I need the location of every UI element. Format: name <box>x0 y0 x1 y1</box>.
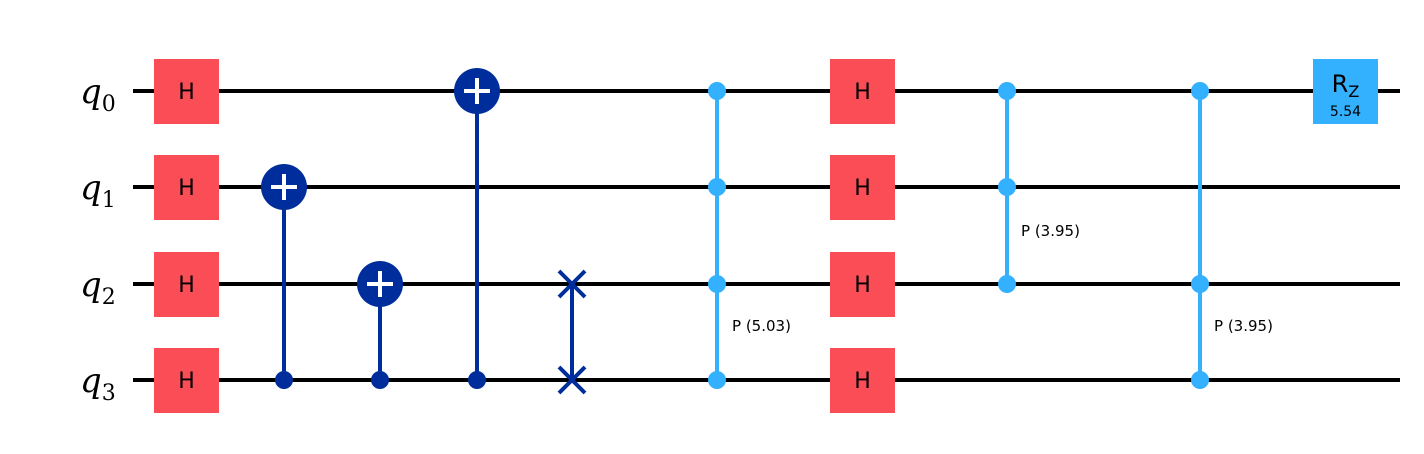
phase-label: P (5.03) <box>732 317 791 335</box>
h-gate-q2[interactable]: H <box>154 252 219 317</box>
h-gate-q3[interactable]: H <box>154 348 219 413</box>
h-gate-q0[interactable]: H <box>154 59 219 124</box>
phase-label: P (3.95) <box>1021 222 1080 240</box>
svg-text:H: H <box>854 80 871 105</box>
rz-param: 5.54 <box>1330 104 1361 120</box>
phase-gate-2[interactable]: P (3.95) <box>998 82 1080 293</box>
control-dot <box>708 371 726 389</box>
phase-label: P (3.95) <box>1214 317 1273 335</box>
cnot-gate-q3-q1[interactable] <box>261 164 307 389</box>
qubit-label-q2: q2 <box>80 265 116 310</box>
svg-text:H: H <box>178 273 195 298</box>
control-dot <box>1191 82 1209 100</box>
qubit-labels: q0 q1 q2 q3 <box>80 72 116 406</box>
control-dot <box>998 82 1016 100</box>
rz-label: RZ <box>1332 70 1360 101</box>
phase-gate-3[interactable]: P (3.95) <box>1191 82 1273 389</box>
h-gate-q2[interactable]: H <box>830 252 895 317</box>
control-dot <box>708 178 726 196</box>
swap-gate-q2-q3[interactable] <box>557 269 587 395</box>
cnot-gate-q3-q0[interactable] <box>454 68 500 389</box>
control-dot <box>998 275 1016 293</box>
qubit-label-q1: q1 <box>80 168 116 213</box>
control-dot <box>998 178 1016 196</box>
cnot-gate-q3-q2[interactable] <box>357 261 403 389</box>
control-dot <box>1191 275 1209 293</box>
svg-text:H: H <box>178 80 195 105</box>
control-dot <box>371 371 389 389</box>
control-dot <box>708 82 726 100</box>
control-dot <box>1191 371 1209 389</box>
h-gate-column-1: H H H H <box>154 59 219 413</box>
swap-x-icon <box>557 269 587 299</box>
swap-x-icon <box>557 365 587 395</box>
phase-gate-1[interactable]: P (5.03) <box>708 82 791 389</box>
control-dot <box>468 371 486 389</box>
qubit-label-q0: q0 <box>80 72 116 117</box>
svg-text:H: H <box>178 176 195 201</box>
qubit-label-q3: q3 <box>80 361 116 406</box>
h-gate-column-2: H H H H <box>830 59 895 413</box>
svg-text:H: H <box>178 369 195 394</box>
control-dot <box>275 371 293 389</box>
svg-text:H: H <box>854 273 871 298</box>
control-dot <box>708 275 726 293</box>
svg-text:H: H <box>854 176 871 201</box>
svg-text:H: H <box>854 369 871 394</box>
h-gate-q3[interactable]: H <box>830 348 895 413</box>
h-gate-q1[interactable]: H <box>830 155 895 220</box>
h-gate-q0[interactable]: H <box>830 59 895 124</box>
h-gate-q1[interactable]: H <box>154 155 219 220</box>
qubit-wires <box>133 89 1400 382</box>
rz-gate-q0[interactable]: RZ 5.54 <box>1313 59 1378 124</box>
